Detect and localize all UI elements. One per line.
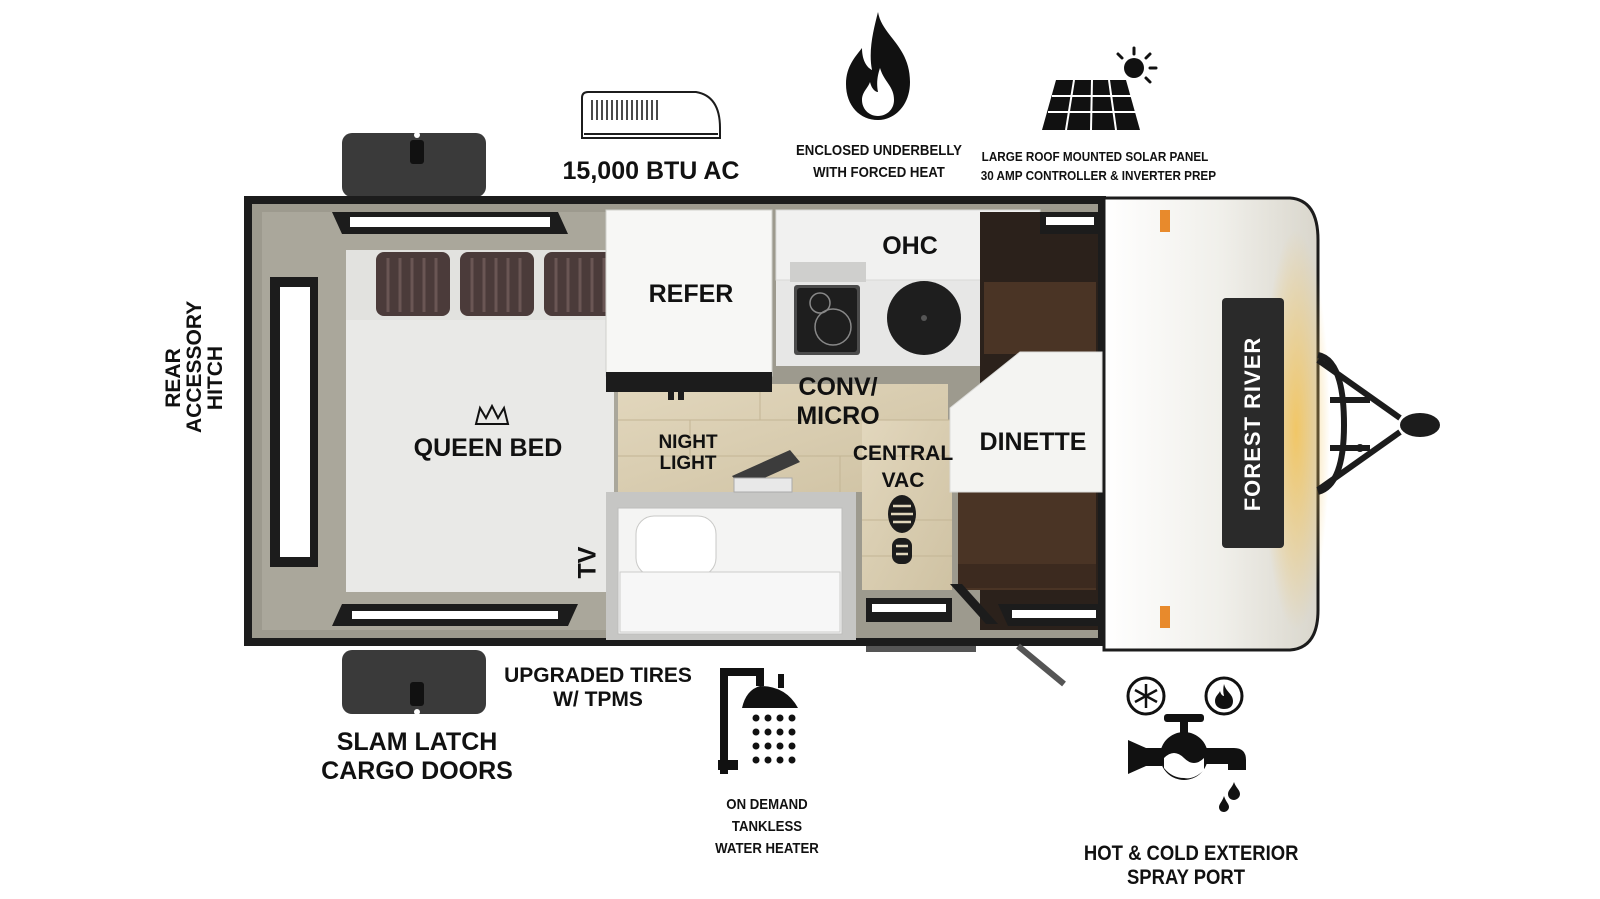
- faucet-icon: [1128, 714, 1246, 812]
- dinette-seat-top: [984, 282, 1096, 354]
- spray-port-label: HOT & COLD EXTERIOR SPRAY PORT: [1083, 842, 1299, 889]
- boot-print-icon: [888, 495, 916, 564]
- solar-panel-icon: [1042, 46, 1158, 131]
- ohc-label: OHC: [882, 232, 938, 260]
- underbelly-label: ENCLOSED UNDERBELLY WITH FORCED HEAT: [795, 142, 962, 181]
- tires-label: UPGRADED TIRES W/ TPMS: [504, 664, 692, 711]
- small-flame-icon: [1204, 676, 1244, 716]
- snowflake-icon: [1126, 676, 1166, 716]
- night-light-label: NIGHT LIGHT: [658, 432, 718, 474]
- tongue-hitch: [1316, 352, 1402, 495]
- brand-badge: [1222, 298, 1284, 548]
- central-vac-label: CENTRAL VAC: [852, 442, 954, 492]
- queen-bed-label: QUEEN BED: [413, 434, 563, 462]
- solar-label: LARGE ROOF MOUNTED SOLAR PANEL 30 AMP CO…: [980, 149, 1217, 183]
- crown-icon: [474, 404, 510, 425]
- conv-micro-label: CONV/ MICRO: [796, 373, 880, 430]
- pillows: [376, 252, 614, 316]
- refrigerator: [605, 209, 773, 377]
- dinette-table: [949, 351, 1103, 493]
- tv-label: TV: [573, 546, 602, 579]
- cargo-door-top: [342, 132, 486, 197]
- cargo-door-bottom: [342, 650, 486, 715]
- refer-label: REFER: [648, 280, 734, 308]
- ac-label: 15,000 BTU AC: [562, 157, 740, 185]
- ac-unit-icon: [581, 91, 721, 139]
- cargo-doors-label: SLAM LATCH CARGO DOORS: [321, 728, 513, 785]
- water-heater-label: ON DEMAND TANKLESS WATER HEATER: [715, 796, 819, 857]
- brand-label: FOREST RIVER: [1240, 336, 1265, 512]
- shower-icon: [718, 668, 798, 774]
- dinette-label: DINETTE: [979, 428, 1087, 456]
- hitch-label: REAR ACCESSORY HITCH: [162, 300, 227, 433]
- flame-icon: [846, 12, 910, 120]
